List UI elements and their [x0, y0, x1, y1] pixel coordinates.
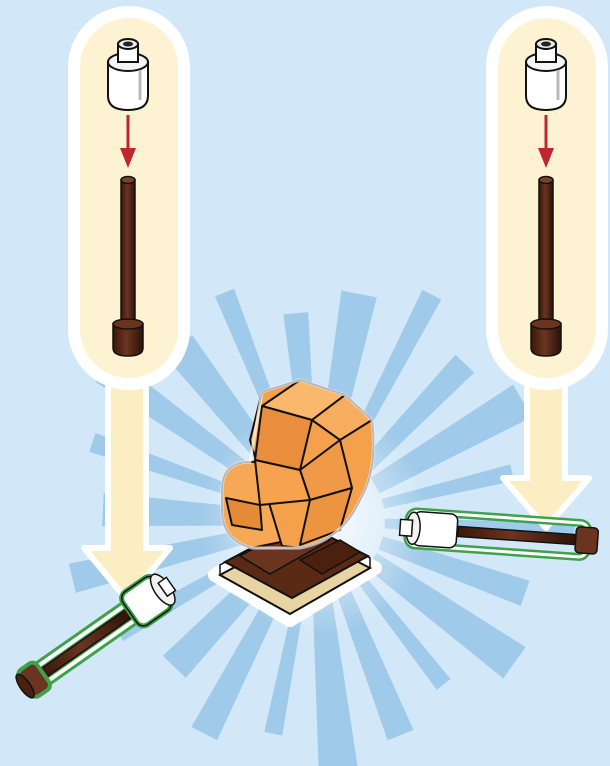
right-callout	[492, 12, 602, 384]
left-callout	[74, 12, 184, 384]
